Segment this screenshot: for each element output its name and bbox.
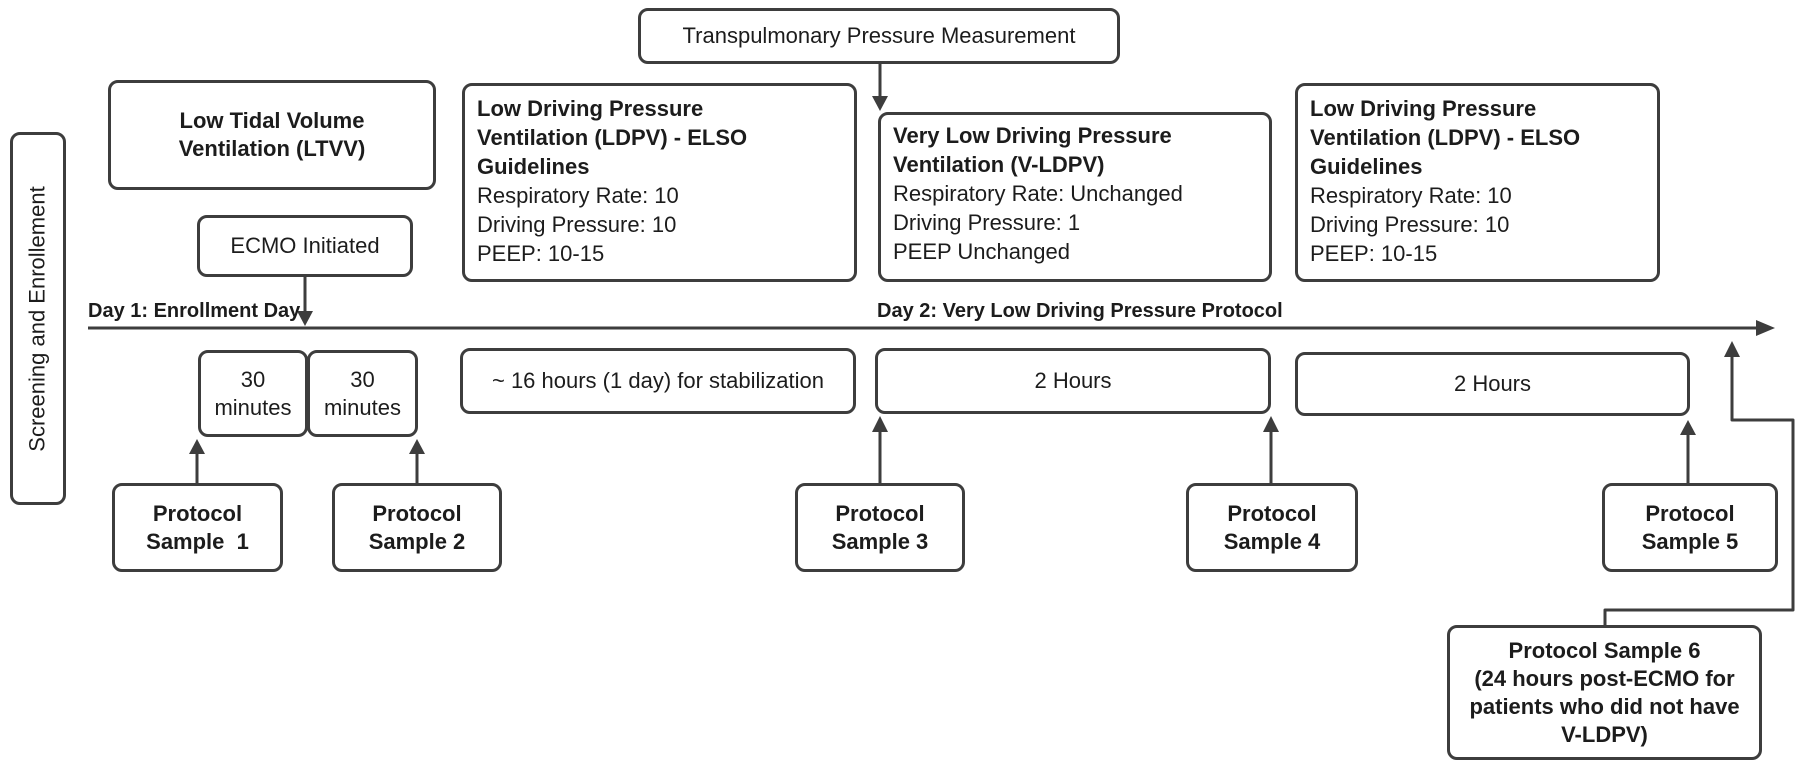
ldpv-box-1-title: Low Driving Pressure Ventilation (LDPV) … [477,96,748,179]
vldpv-box-line: Respiratory Rate: Unchanged [893,181,1183,206]
ldpv-box-1-line: Respiratory Rate: 10 [477,183,679,208]
ldpv-box-2-line: Respiratory Rate: 10 [1310,183,1512,208]
vldpv-box-line: Driving Pressure: 1 [893,210,1081,235]
ldpv-box-2-line: Driving Pressure: 10 [1310,212,1510,237]
protocol-sample-4-box: Protocol Sample 4 [1186,483,1358,572]
arrow-up-sample-4-icon [1263,416,1279,483]
transpulmonary-banner: Transpulmonary Pressure Measurement [638,8,1120,64]
arrow-up-sample-3-icon [872,416,888,483]
arrow-up-sample-1-icon [189,439,205,483]
ldpv-box-2-title: Low Driving Pressure Ventilation (LDPV) … [1310,96,1581,179]
timeline-arrow [88,320,1775,336]
protocol-sample-6-box: Protocol Sample 6 (24 hours post-ECMO fo… [1447,625,1762,760]
arrow-up-sample-5-icon [1680,420,1696,483]
ldpv-box-2: Low Driving Pressure Ventilation (LDPV) … [1295,83,1660,282]
ldpv-box-1-line: PEEP: 10-15 [477,241,605,266]
arrow-down-transpulmonary-icon [872,64,888,111]
screening-sidebar-label: Screening and Enrollement [25,185,51,452]
ldpv-box-1: Low Driving Pressure Ventilation (LDPV) … [462,83,857,282]
vldpv-box-title: Very Low Driving Pressure Ventilation (V… [893,123,1172,177]
ltvv-box: Low Tidal Volume Ventilation (LTVV) [108,80,436,190]
ecmo-box: ECMO Initiated [197,215,413,277]
arrow-up-sample-2-icon [409,439,425,483]
protocol-sample-1-box: Protocol Sample 1 [112,483,283,572]
duration-30min-1: 30 minutes [198,350,308,437]
vldpv-box-line: PEEP Unchanged [893,239,1070,264]
protocol-sample-5-box: Protocol Sample 5 [1602,483,1778,572]
duration-2hours-1: 2 Hours [875,348,1271,414]
ldpv-box-2-line: PEEP: 10-15 [1310,241,1438,266]
vldpv-box: Very Low Driving Pressure Ventilation (V… [878,112,1272,282]
protocol-sample-2-box: Protocol Sample 2 [332,483,502,572]
protocol-sample-3-box: Protocol Sample 3 [795,483,965,572]
screening-sidebar: Screening and Enrollement [10,132,66,505]
day2-label: Day 2: Very Low Driving Pressure Protoco… [877,300,1283,322]
day1-label: Day 1: Enrollment Day [88,300,301,322]
duration-2hours-2: 2 Hours [1295,352,1690,416]
duration-stabilization: ~ 16 hours (1 day) for stabilization [460,348,856,414]
duration-30min-2: 30 minutes [307,350,418,437]
ldpv-box-1-line: Driving Pressure: 10 [477,212,677,237]
